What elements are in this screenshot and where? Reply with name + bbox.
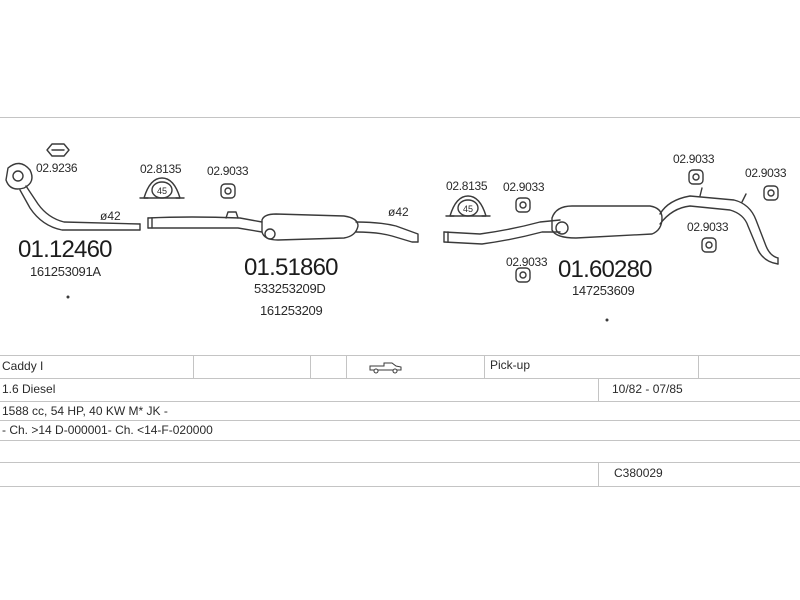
clamp-rear-size: 45 (463, 204, 473, 214)
mount-rear-e-number: 02.9033 (745, 166, 787, 180)
gasket-number: 02.9236 (36, 161, 78, 175)
mount-rear-a-number: 02.9033 (503, 180, 545, 194)
front-pipe-number: 01.12460 (18, 236, 113, 263)
middle-diameter: ø42 (388, 205, 409, 219)
vehicle-model: Caddy I (2, 359, 44, 373)
mount-rear-c-drawing (688, 169, 704, 185)
front-pipe-oe: 161253091A (30, 264, 101, 279)
mount-rear-c-number: 02.9033 (673, 152, 715, 166)
clamp-middle-size: 45 (157, 186, 167, 196)
mount-rear-d-drawing (701, 237, 717, 253)
clamp-rear-drawing (445, 195, 491, 217)
pickup-truck-icon (369, 362, 402, 374)
middle-silencer-oe2: 161253209 (260, 303, 323, 318)
mount-rear-b-number: 02.9033 (506, 255, 548, 269)
clamp-rear-number: 02.8135 (446, 179, 488, 193)
mount-middle-number: 02.9033 (207, 164, 249, 178)
vehicle-body: Pick-up (490, 358, 531, 372)
front-pipe-diameter: ø42 (100, 209, 121, 223)
vehicle-spec: 1588 cc, 54 HP, 40 KW M* JK - (2, 404, 168, 418)
mount-rear-e-drawing (763, 185, 779, 201)
vehicle-code: C380029 (614, 466, 663, 480)
front-pipe-drawing (5, 162, 141, 231)
rear-silencer-drawing (443, 187, 779, 265)
rear-silencer-oe: 147253609 (572, 283, 635, 298)
gasket-drawing (46, 143, 70, 157)
middle-silencer-number: 01.51860 (244, 254, 339, 281)
mount-rear-d-number: 02.9033 (687, 220, 729, 234)
middle-silencer-oe1: 533253209D (254, 281, 326, 296)
middle-silencer-drawing (147, 211, 419, 243)
clamp-middle-drawing (139, 177, 185, 199)
vehicle-engine: 1.6 Diesel (2, 382, 56, 396)
mount-rear-b-drawing (515, 267, 531, 283)
exhaust-drawing: 45 45 (5, 143, 779, 322)
mount-middle-drawing (220, 183, 236, 199)
top-border (0, 117, 800, 118)
mount-rear-a-drawing (515, 197, 531, 213)
vehicle-chassis: - Ch. >14 D-000001- Ch. <14-F-020000 (2, 423, 213, 437)
clamp-middle-number: 02.8135 (140, 162, 182, 176)
vehicle-years: 10/82 - 07/85 (612, 382, 683, 396)
rear-silencer-number: 01.60280 (558, 256, 653, 283)
